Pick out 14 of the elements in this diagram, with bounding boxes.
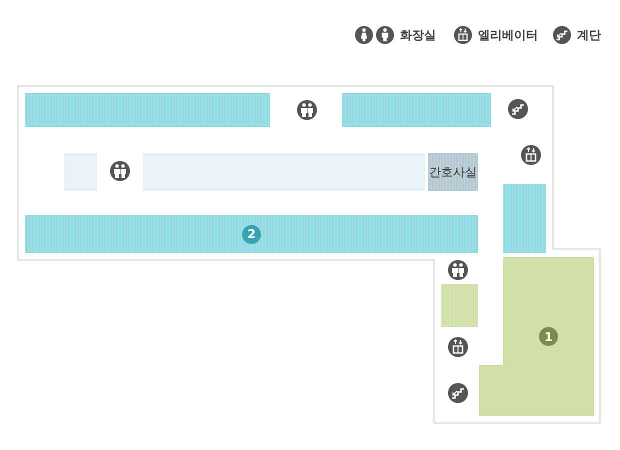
room-block bbox=[441, 284, 478, 327]
room-block bbox=[64, 153, 97, 191]
legend-label: 계단 bbox=[577, 27, 601, 44]
room bbox=[25, 215, 478, 253]
floor-area bbox=[479, 257, 594, 416]
legend-label: 엘리베이터 bbox=[478, 27, 538, 44]
room-block bbox=[25, 93, 270, 127]
room-block bbox=[143, 153, 425, 191]
room-label: 간호사실 bbox=[429, 164, 477, 180]
room-block bbox=[342, 93, 491, 127]
area-number-badge: 2 bbox=[242, 224, 261, 244]
room bbox=[428, 153, 478, 191]
legend-label: 화장실 bbox=[400, 27, 436, 44]
room-block bbox=[503, 184, 546, 253]
